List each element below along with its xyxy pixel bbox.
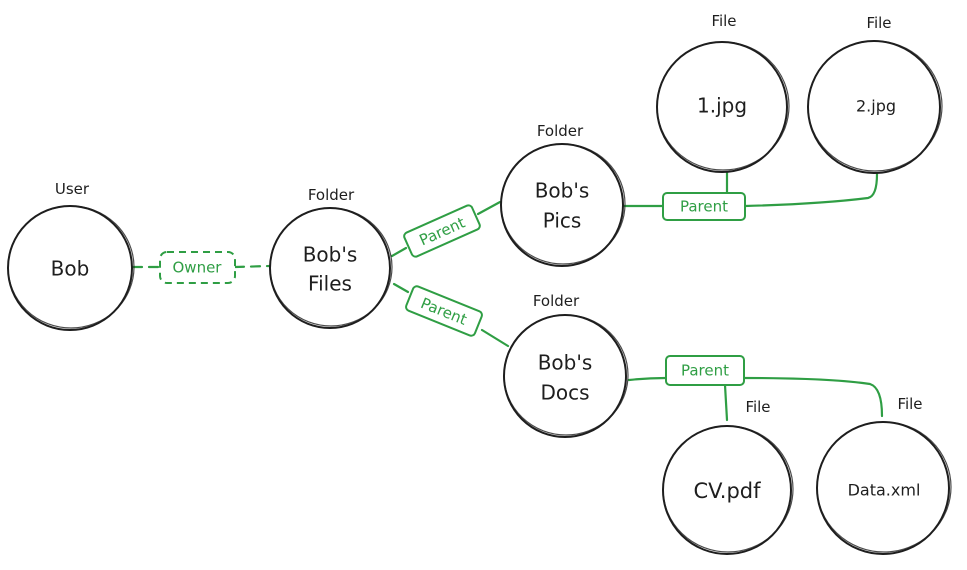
node-name: 1.jpg <box>697 94 747 118</box>
node-bobs-docs: Folder Bob's Docs <box>503 292 629 438</box>
node-type-label: Folder <box>537 122 584 140</box>
node-circle-sketch <box>662 425 794 553</box>
node-file-1jpg: File 1.jpg <box>656 12 790 173</box>
edge-files-to-pics: Parent <box>390 200 502 258</box>
edge-docs-to-files-box <box>665 355 745 386</box>
edge-pics-to-files-label: Parent <box>680 198 728 216</box>
node-name: CV.pdf <box>693 479 761 503</box>
edge-docs-to-files: Parent <box>627 355 884 422</box>
node-name-line-1: Bob's <box>303 243 358 267</box>
node-circle-sketch <box>503 314 629 436</box>
node-name-line-2: Files <box>308 272 352 296</box>
node-circle-sketch <box>816 421 952 553</box>
node-circle-sketch <box>656 41 790 171</box>
node-circle-sketch <box>807 40 943 172</box>
edge-files-to-docs-box <box>405 285 483 337</box>
edge-pics-to-files-box <box>662 192 746 221</box>
node-name-line-1: Bob's <box>535 179 590 203</box>
edge-owner-box <box>159 251 236 284</box>
edge-files-to-docs: Parent <box>392 282 510 348</box>
node-name-line-2: Docs <box>540 381 589 405</box>
node-file-dataxml: File Data.xml <box>816 395 952 555</box>
node-circle-sketch <box>500 143 626 265</box>
node-bob: User Bob <box>7 180 135 331</box>
edge-docs-to-files-label: Parent <box>681 362 729 380</box>
node-name-line-1: Bob's <box>538 351 593 375</box>
node-circle-sketch <box>269 207 393 327</box>
node-type-label: Folder <box>308 186 355 204</box>
node-name: Data.xml <box>848 481 921 500</box>
node-name: 2.jpg <box>856 97 896 116</box>
node-type-label: Folder <box>533 292 580 310</box>
node-type-label: File <box>897 395 922 413</box>
node-bobs-pics: Folder Bob's Pics <box>500 122 626 267</box>
node-bobs-files: Folder Bob's Files <box>269 186 393 329</box>
node-file-cvpdf: File CV.pdf <box>662 398 794 555</box>
node-type-label: File <box>866 14 891 32</box>
node-type-label: File <box>745 398 770 416</box>
node-type-label: User <box>55 180 90 198</box>
edge-pics-to-files: Parent <box>622 169 879 221</box>
node-name-line-2: Pics <box>543 209 582 233</box>
edge-files-to-pics-box <box>403 204 481 258</box>
edge-owner: Owner <box>131 251 272 284</box>
edge-owner-label: Owner <box>173 259 223 277</box>
node-file-2jpg: File 2.jpg <box>807 14 943 174</box>
node-name: Bob <box>51 257 90 281</box>
node-type-label: File <box>711 12 736 30</box>
node-circle-sketch <box>7 205 135 329</box>
